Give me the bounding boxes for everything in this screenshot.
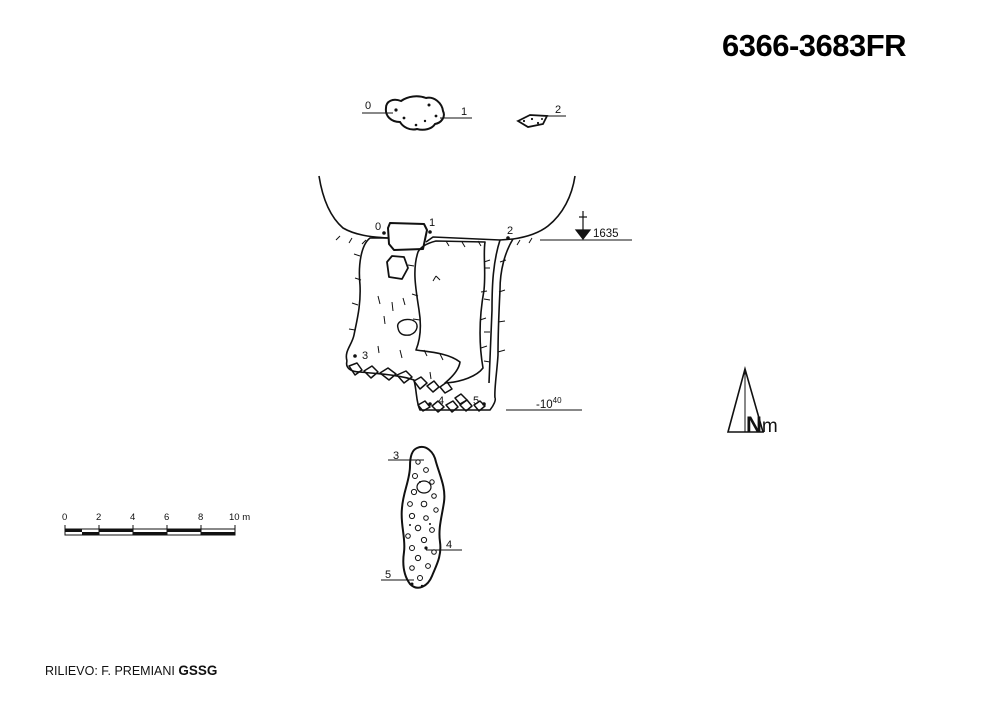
terrain-right	[512, 175, 576, 240]
bottom-chamber	[345, 360, 497, 411]
boulder-floor	[348, 362, 486, 413]
section-station-4: 4	[438, 395, 444, 407]
section-station-5: 5	[473, 395, 479, 407]
survey-credit-text: RILIEVO: F. PREMIANI	[45, 664, 175, 678]
rock-hatching	[335, 235, 533, 363]
scale-tick-8: 8	[198, 512, 203, 523]
altitude-label: 1635	[593, 228, 619, 240]
entrance-plan	[362, 95, 566, 131]
entrance-block	[387, 222, 428, 251]
left-pitch-inner	[425, 236, 501, 384]
depth-decimal: 40	[553, 396, 562, 405]
north-arrow: Nm	[726, 366, 778, 437]
north-label: Nm	[746, 412, 778, 437]
scale-tick-10: 10 m	[229, 512, 250, 523]
altitude-marker	[574, 211, 592, 240]
lower-plan-outline	[400, 446, 446, 589]
scale-tick-2: 2	[96, 512, 101, 523]
scale-bar	[64, 525, 236, 536]
plan-station-2: 2	[555, 104, 561, 116]
section-station-2: 2	[507, 225, 513, 237]
left-pitch-outline	[345, 237, 388, 362]
lower-plan-boulders	[405, 459, 439, 581]
lower-plan-station-5: 5	[385, 569, 391, 581]
section-station-0: 0	[375, 221, 381, 233]
fallen-block	[386, 255, 409, 280]
lower-plan	[381, 446, 462, 589]
scale-tick-0: 0	[62, 512, 67, 523]
section-station-dots	[353, 230, 510, 406]
entrance-plan-pebbles	[394, 103, 438, 127]
section-station-3: 3	[362, 350, 368, 362]
central-pillar	[414, 240, 486, 384]
scale-tick-4: 4	[130, 512, 135, 523]
plan-station-0: 0	[365, 100, 371, 112]
cave-section	[318, 175, 632, 413]
plan-station-1: 1	[461, 106, 467, 118]
drip-marks	[377, 295, 432, 380]
entrance-plan-outline	[384, 95, 445, 131]
survey-credit: RILIEVO: F. PREMIANI GSSG	[45, 663, 217, 678]
north-letter: N	[746, 412, 762, 437]
right-chimney	[494, 238, 514, 399]
pebble-nest	[397, 318, 418, 336]
terrain-left	[318, 175, 389, 239]
cave-id-title: 6366-3683FR	[722, 28, 907, 63]
depth-label: -1040	[536, 396, 562, 411]
lower-plan-station-4: 4	[446, 539, 452, 551]
scale-tick-6: 6	[164, 512, 169, 523]
section-station-1: 1	[429, 217, 435, 229]
lower-plan-station-3: 3	[393, 450, 399, 462]
entrance-plan-rock	[516, 114, 549, 128]
north-suffix: m	[762, 416, 778, 437]
depth-value: -10	[536, 399, 553, 411]
survey-group: GSSG	[178, 663, 218, 678]
